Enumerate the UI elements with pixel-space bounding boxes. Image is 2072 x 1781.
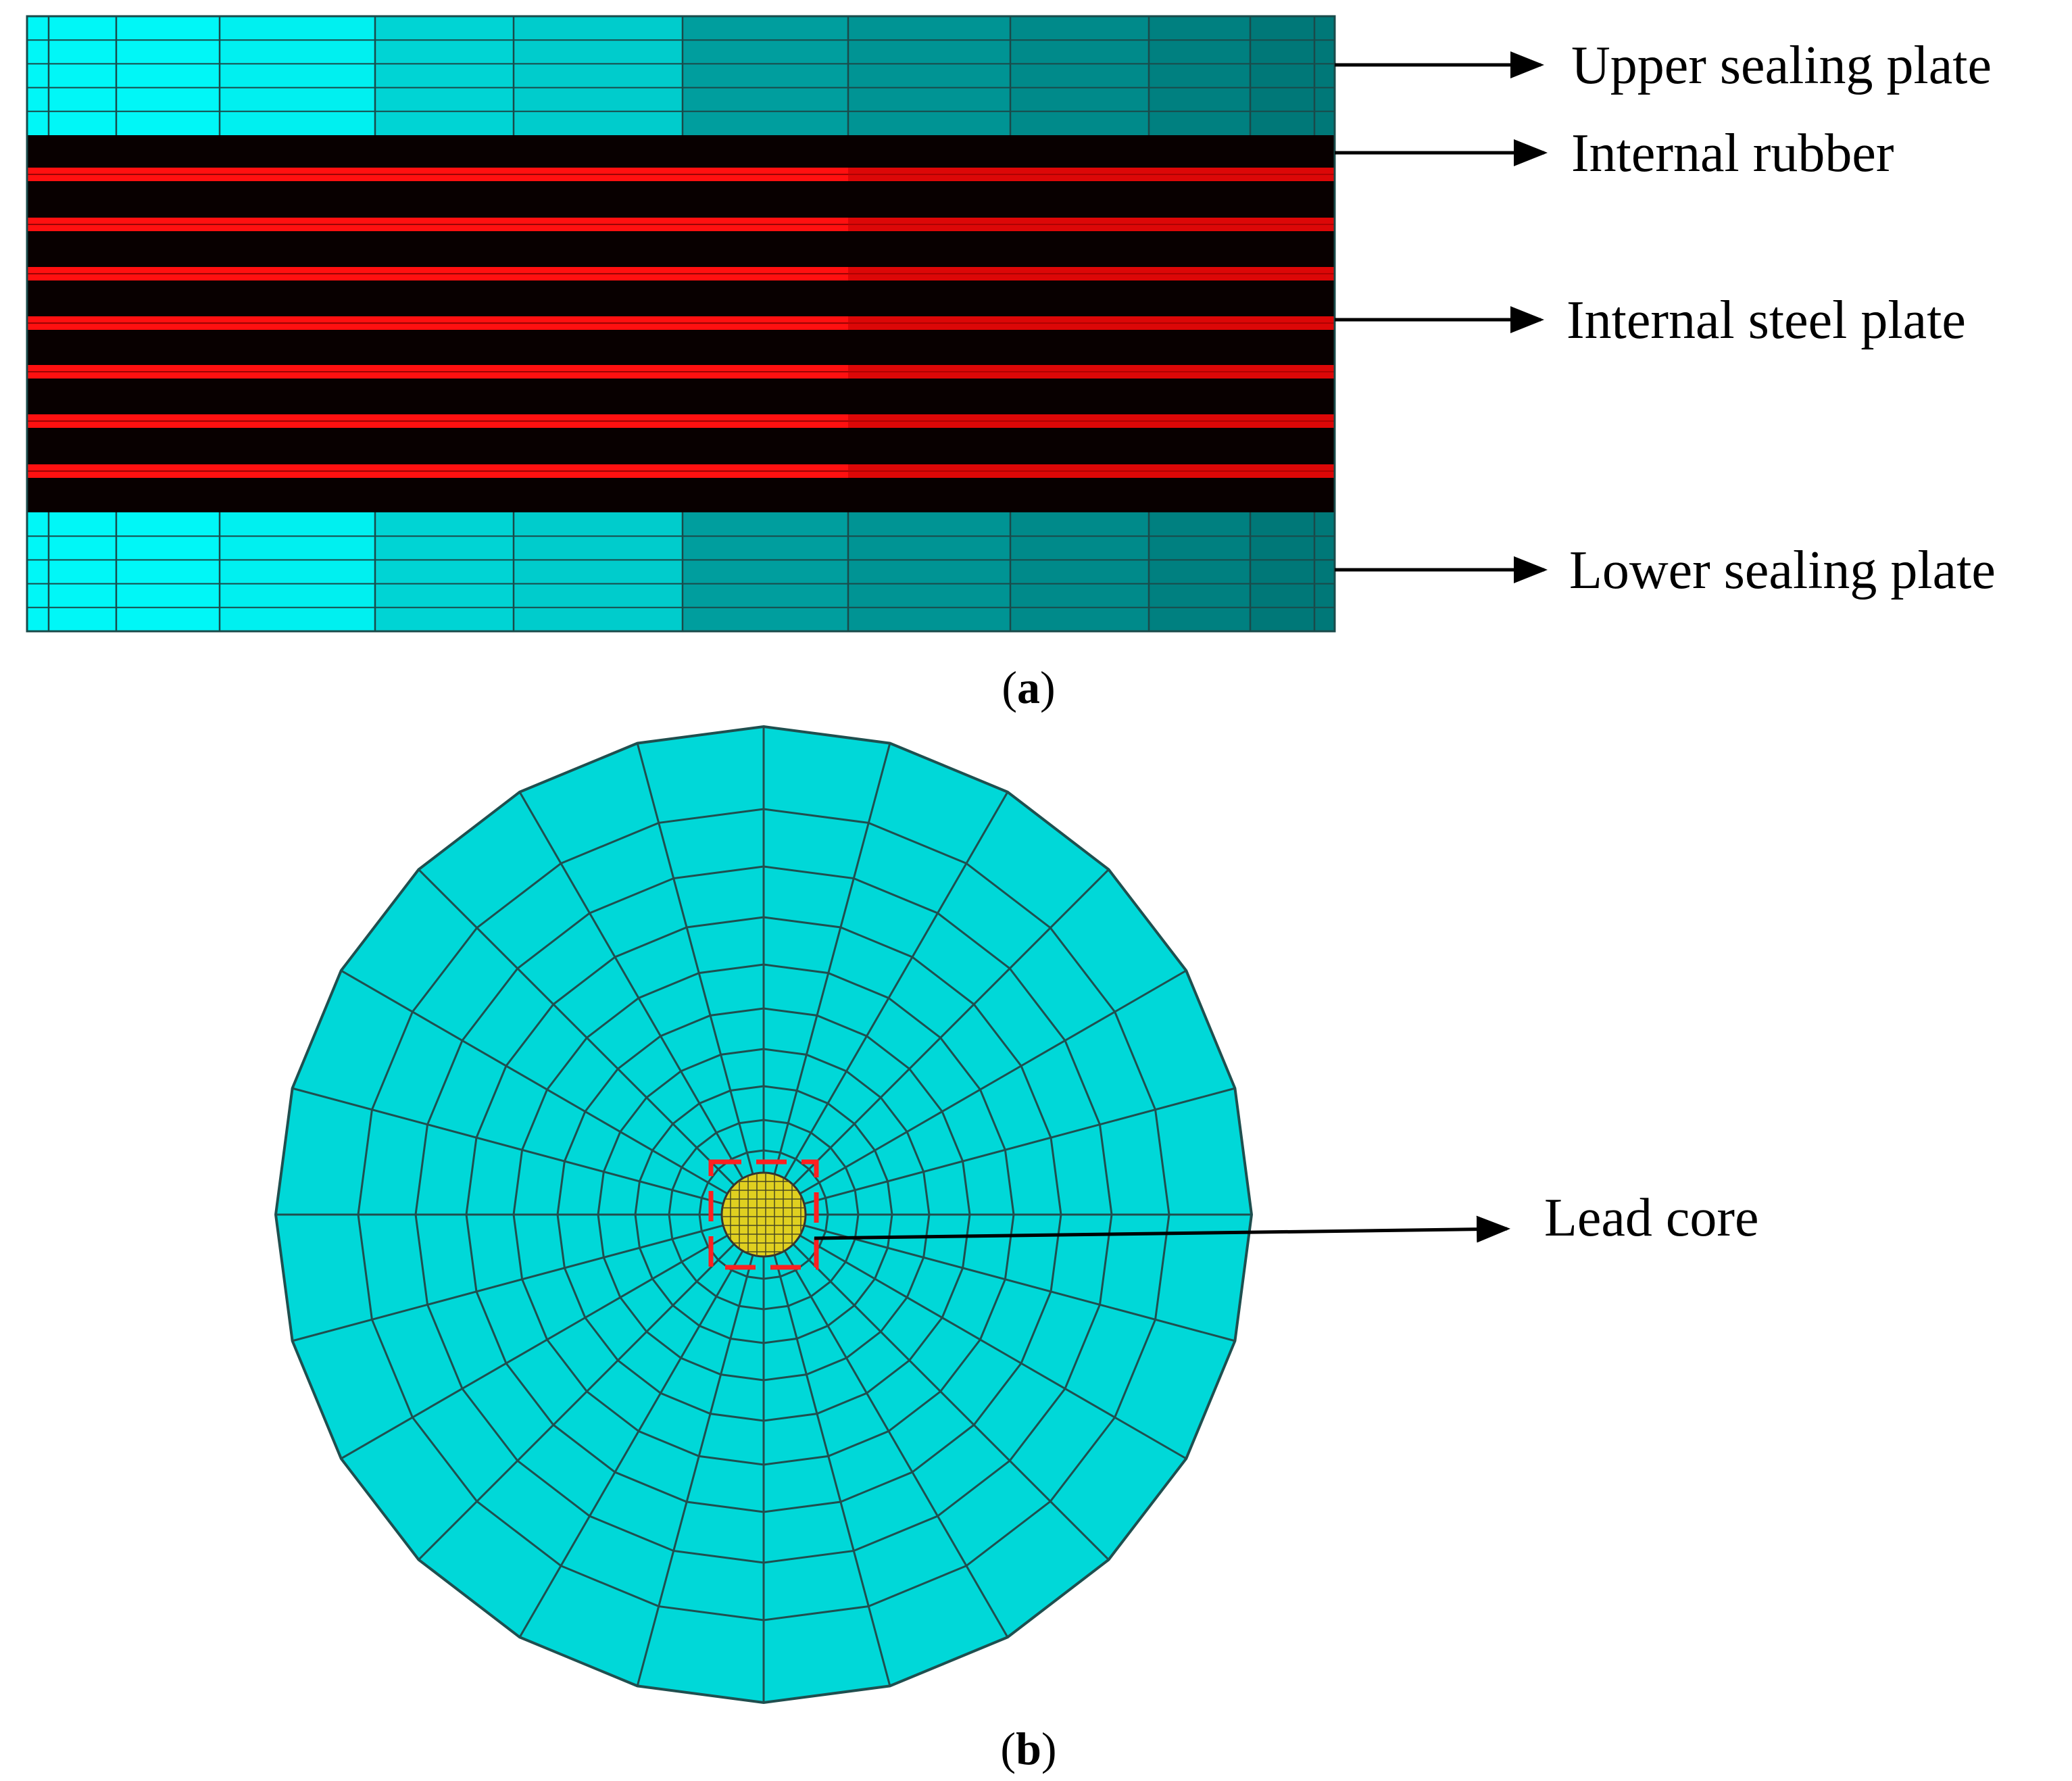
- caption-a-open: (: [1002, 662, 1017, 713]
- upper-plate-mesh-cell: [1149, 16, 1250, 135]
- disc-mesh-spoke: [292, 1087, 725, 1205]
- steel-plate-shade: [848, 267, 1335, 280]
- arrow-lead-core: [814, 1215, 1510, 1243]
- lower-plate-mesh-cell: [514, 512, 683, 631]
- disc-mesh-spoke: [773, 743, 891, 1176]
- lower-plate-mesh-cell: [1314, 512, 1335, 631]
- disc-mesh-spoke: [340, 969, 729, 1196]
- lower-plate-mesh-cell: [116, 512, 220, 631]
- upper-plate-mesh-cell: [1314, 16, 1335, 135]
- steel-plate-shade: [848, 168, 1335, 181]
- disc-mesh-spoke: [636, 743, 754, 1176]
- disc-mesh-spoke: [791, 869, 1110, 1187]
- upper-plate-mesh-cell: [514, 16, 683, 135]
- lower-plate-mesh-cell: [375, 512, 514, 631]
- disc-mesh-spoke: [418, 869, 736, 1187]
- label-internal-steel-plate: Internal steel plate: [1567, 291, 1966, 350]
- lower-sealing-plate: [26, 512, 1336, 631]
- caption-b-close: ): [1041, 1723, 1057, 1774]
- steel-plate-shade: [848, 218, 1335, 231]
- label-lead-core: Lead core: [1544, 1188, 1759, 1248]
- upper-plate-mesh-cell: [220, 16, 375, 135]
- caption-b-letter: b: [1016, 1723, 1041, 1774]
- lead-core-circle: [720, 1171, 807, 1258]
- lower-plate-mesh-cell: [220, 512, 375, 631]
- lower-plate-mesh-cell: [27, 512, 49, 631]
- disc-mesh-spoke: [636, 1253, 754, 1686]
- disc-mesh-spoke: [802, 1087, 1235, 1205]
- disc-mesh-spoke: [340, 1234, 729, 1460]
- upper-plate-mesh-cell: [683, 16, 848, 135]
- upper-plate-mesh-cell: [49, 16, 116, 135]
- upper-plate-mesh-cell: [1010, 16, 1149, 135]
- lower-plate-mesh-cell: [848, 512, 1010, 631]
- caption-a-close: ): [1040, 662, 1056, 713]
- caption-a: (a): [1002, 662, 1055, 713]
- disc-mesh-spoke: [798, 1234, 1187, 1460]
- caption-b: (b): [1000, 1723, 1056, 1774]
- rubber-steel-layer-stack: [27, 135, 1335, 512]
- lead-core-highlight-rect: [708, 1159, 819, 1270]
- lower-plate-mesh-cell: [1010, 512, 1149, 631]
- upper-plate-mesh-cell: [375, 16, 514, 135]
- disc-mesh-spoke: [773, 1253, 891, 1686]
- section-outline: [26, 15, 1336, 633]
- steel-plate-shade: [848, 414, 1335, 428]
- disc-mesh-spoke: [783, 791, 1009, 1180]
- caption-a-letter: a: [1017, 662, 1040, 713]
- upper-plate-mesh-cell: [848, 16, 1010, 135]
- steel-plate-shade: [848, 464, 1335, 478]
- upper-plate-mesh-cell: [27, 16, 49, 135]
- lead-core-mesh: [720, 1171, 807, 1258]
- disc-mesh-spoke: [798, 969, 1187, 1196]
- lower-plate-mesh-cell: [683, 512, 848, 631]
- label-upper-sealing-plate: Upper sealing plate: [1571, 36, 1992, 95]
- disc-mesh-spoke: [802, 1224, 1235, 1342]
- lower-plate-mesh-cell: [1250, 512, 1314, 631]
- panel-a-section-view: Upper sealing plate Internal rubber Inte…: [26, 15, 1996, 713]
- disc-mesh-spoke: [418, 1242, 736, 1561]
- lead-core-highlight-box: [708, 1159, 819, 1270]
- upper-sealing-plate: [26, 16, 1336, 135]
- lower-plate-mesh-cell: [1149, 512, 1250, 631]
- upper-plate-mesh-cell: [116, 16, 220, 135]
- label-internal-rubber: Internal rubber: [1571, 124, 1894, 183]
- disc-mesh-spoke: [518, 791, 745, 1180]
- lower-plate-mesh-cell: [49, 512, 116, 631]
- lead-core-grid: [722, 1173, 806, 1257]
- upper-plate-mesh-cell: [1250, 16, 1314, 135]
- steel-plate-shade: [848, 365, 1335, 379]
- caption-b-open: (: [1000, 1723, 1016, 1774]
- disc-mesh-spoke: [292, 1224, 725, 1342]
- steel-plate-shade: [848, 316, 1335, 330]
- disc-mesh-spoke: [783, 1249, 1009, 1638]
- label-lower-sealing-plate: Lower sealing plate: [1569, 541, 1996, 600]
- disc-mesh-spoke: [791, 1242, 1110, 1561]
- disc-mesh-spoke: [518, 1249, 745, 1638]
- panel-b-plan-view: Lead core (b): [274, 725, 1759, 1774]
